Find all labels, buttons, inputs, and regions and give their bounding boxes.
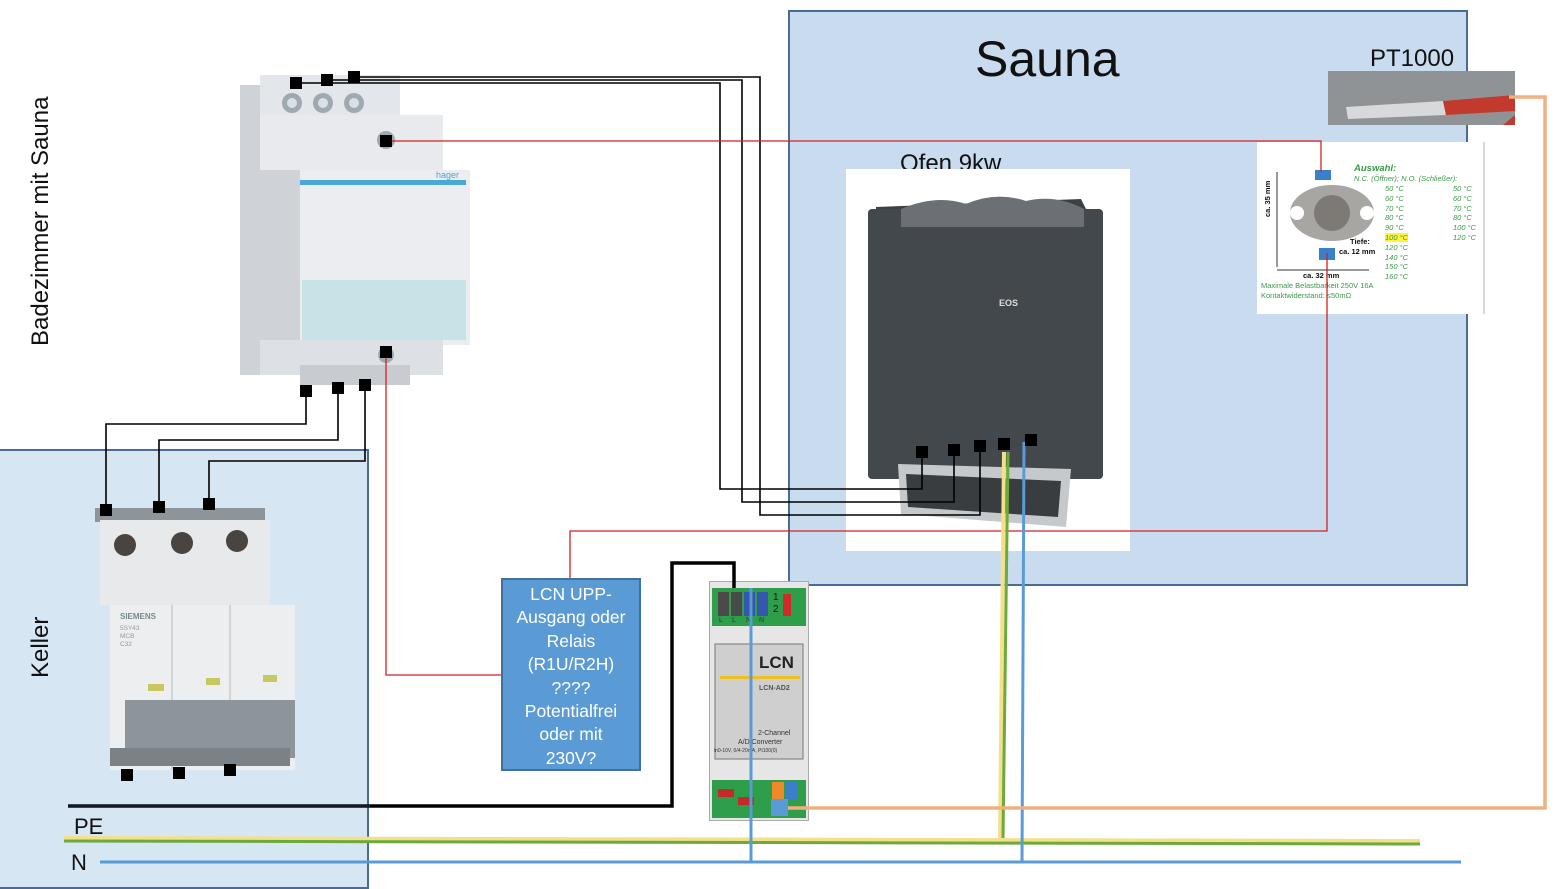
control-question-box: LCN UPP- Ausgang oder Relais (R1U/R2H) ?… xyxy=(501,578,641,771)
no-temp-value: 120 °C xyxy=(1453,233,1477,242)
nc-temp-value: 50 °C xyxy=(1385,184,1404,193)
ofen-terminal-l2 xyxy=(948,444,960,456)
nc-temp-value: 150 °C xyxy=(1385,262,1409,272)
control-wire-b xyxy=(385,352,501,676)
nc-temp-value: 160 °C xyxy=(1385,272,1409,282)
lcn-brand: LCN xyxy=(759,653,794,672)
thermostat-card: ca. 35 mm ca. 32 mm Tiefe: ca. 12 mm Aus… xyxy=(1257,142,1485,314)
contactor-terminal-l1-out xyxy=(300,385,312,397)
contactor-brand: hager xyxy=(436,170,459,180)
ofen-terminal-l3 xyxy=(974,440,986,452)
svg-text:C32: C32 xyxy=(120,641,132,648)
no-temp-value: 100 °C xyxy=(1453,223,1477,233)
contactor-terminal-l2-in xyxy=(321,74,333,86)
contactor: hager xyxy=(240,75,470,390)
ofen-terminal-pe xyxy=(998,438,1010,450)
ofen-terminal-n xyxy=(1025,434,1037,446)
breaker-terminal-4 xyxy=(121,769,133,781)
nc-temp-value: 90 °C xyxy=(1385,223,1404,233)
keller-label: Keller xyxy=(27,616,54,678)
svg-text:5SY43: 5SY43 xyxy=(120,625,140,632)
breaker-terminal-3 xyxy=(203,498,215,510)
contactor-terminal-l2-out xyxy=(332,382,344,394)
ofen-terminal-l1 xyxy=(916,446,928,458)
contactor-terminal-l3-out xyxy=(359,379,371,391)
breaker-terminal-6 xyxy=(224,764,236,776)
breaker-terminal-2 xyxy=(153,501,165,513)
nc-temp-value: 60 °C xyxy=(1385,193,1404,203)
nc-temp-value: 80 °C xyxy=(1385,213,1404,223)
contactor-terminal-a2 xyxy=(380,346,392,358)
contactor-terminal-a1 xyxy=(380,135,392,147)
no-temp-value: 50 °C xyxy=(1453,184,1472,193)
pt1000-label: PT1000 xyxy=(1370,45,1455,72)
breaker-terminal-5 xyxy=(173,767,185,779)
lcn-ad2-module: LCN LCN-AD2 2-Channel A/D Converter in0-… xyxy=(709,581,809,821)
no-temp-value: 70 °C xyxy=(1453,203,1472,213)
no-temp-value: 80 °C xyxy=(1453,213,1472,223)
nc-temp-value: 100 °C xyxy=(1385,233,1409,242)
thermostat-title: Auswahl: xyxy=(1354,163,1397,174)
no-temp-value: 60 °C xyxy=(1453,193,1472,203)
circuit-breaker: SIEMENS 5SY43 MCB C32 xyxy=(60,500,300,785)
sauna-title: Sauna xyxy=(975,31,1120,87)
sauna-heater: EOS xyxy=(846,169,1130,551)
svg-text:MCB: MCB xyxy=(120,633,134,640)
ofen-brand: EOS xyxy=(999,298,1018,308)
breaker-terminal-1 xyxy=(100,504,112,516)
contactor-terminal-l3-in xyxy=(348,71,360,83)
pt1000-sensor xyxy=(1328,71,1515,125)
n-label: N xyxy=(71,850,87,875)
nc-temp-value: 140 °C xyxy=(1385,252,1409,262)
badezimmer-label: Badezimmer mit Sauna xyxy=(27,96,54,346)
pe-label: PE xyxy=(74,814,104,839)
breaker-brand: SIEMENS xyxy=(120,612,157,621)
contactor-terminal-l1-in xyxy=(290,77,302,89)
nc-temp-value: 70 °C xyxy=(1385,203,1404,213)
nc-temp-value: 120 °C xyxy=(1385,242,1409,252)
